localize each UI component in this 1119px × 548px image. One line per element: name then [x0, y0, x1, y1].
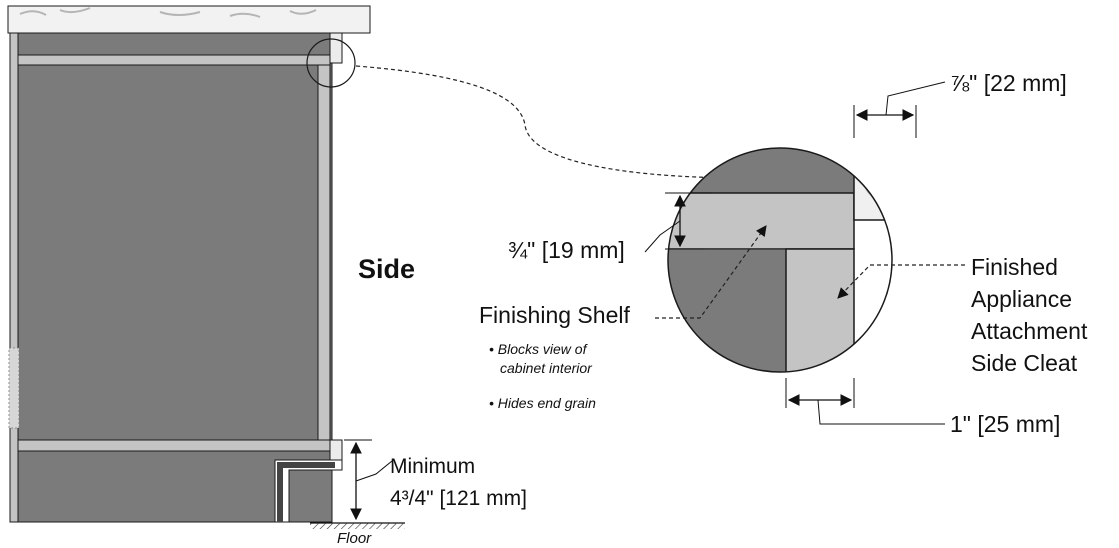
finishing-shelf-bottom: [17, 439, 331, 452]
shelf-thickness-dimension: [644, 192, 712, 253]
cleat-label-line-4: Side Cleat: [971, 350, 1078, 376]
minimum-label: Minimum: [390, 455, 476, 478]
top-cleat-dimension: [853, 81, 946, 138]
side-cleat-dimension: [785, 378, 945, 425]
zoom-top-cleat: [853, 148, 892, 221]
floor-label: Floor: [337, 530, 372, 547]
zoom-detail: [667, 147, 893, 373]
shelf-thickness-label: ¾" [19 mm]: [508, 237, 625, 263]
cleat-label-line-3: Attachment: [971, 318, 1088, 344]
cabinet-side-view: [7, 5, 371, 523]
cleat-label-line-2: Appliance: [971, 286, 1073, 312]
countertop: [7, 5, 371, 34]
bullet-blocks-view-cont: cabinet interior: [500, 360, 592, 376]
bullet-blocks-view: • Blocks view of: [489, 341, 587, 357]
side-panel-fill-strip: [8, 347, 20, 429]
finished-side-cleat: [317, 59, 331, 443]
finishing-shelf-label: Finishing Shelf: [479, 302, 630, 328]
callout-leader: [355, 65, 746, 179]
minimum-dimension-label: 4³/4" [121 mm]: [390, 487, 528, 510]
floor-indicator: [310, 522, 405, 529]
finishing-shelf-leader: [655, 225, 767, 319]
minimum-height-dimension: [344, 439, 393, 521]
top-cleat-block: [329, 32, 343, 64]
side-cleat-leader: [837, 264, 965, 299]
side-cleat-dimension-label: 1" [25 mm]: [950, 411, 1061, 437]
side-view-title: Side: [358, 254, 416, 284]
detail-callout-circle: [306, 38, 356, 88]
zoom-side-cleat: [785, 248, 855, 372]
finishing-shelf-top: [17, 54, 331, 66]
zoom-shelf: [668, 192, 855, 250]
bullet-hides-end-grain: • Hides end grain: [489, 395, 596, 411]
top-cleat-dimension-label: ⅞" [22 mm]: [950, 70, 1067, 96]
cabinet-side-panel: [9, 32, 19, 523]
cleat-label-line-1: Finished: [971, 254, 1058, 280]
